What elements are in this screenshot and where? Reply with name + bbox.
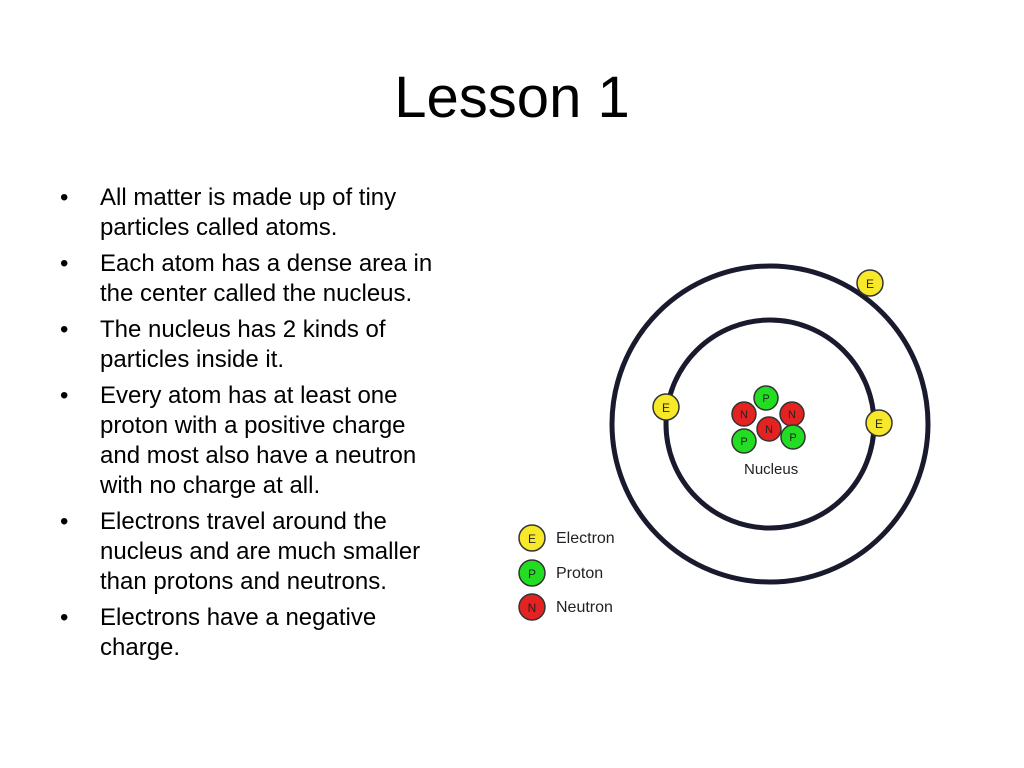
- bullet-dot-icon: •: [60, 250, 69, 277]
- legend-item-electron: E Electron: [518, 524, 615, 552]
- bullet-item: • Electrons have a negative charge.: [58, 603, 488, 663]
- bullet-text: particles called atoms.: [100, 214, 338, 241]
- neutron-letter: N: [740, 409, 748, 421]
- proton-letter: P: [740, 436, 747, 448]
- legend-item-proton: P Proton: [518, 559, 603, 587]
- bullet-text: particles inside it.: [100, 346, 285, 373]
- legend-item-neutron: N Neutron: [518, 593, 613, 621]
- legend-label: Electron: [556, 530, 615, 547]
- bullet-text: All matter is made up of tiny: [100, 184, 397, 211]
- bullet-text: nucleus and are much smaller: [100, 538, 421, 565]
- bullet-text: Each atom has a dense area in: [100, 250, 433, 277]
- bullet-text: proton with a positive charge: [100, 412, 406, 439]
- bullet-item: • Electrons travel around the nucleus an…: [58, 507, 488, 597]
- bullet-text: The nucleus has 2 kinds of: [100, 316, 386, 343]
- bullet-item: • Every atom has at least one proton wit…: [58, 381, 488, 501]
- bullet-text: with no charge at all.: [100, 472, 321, 499]
- outer-orbit: [609, 263, 931, 585]
- neutron-letter: N: [788, 409, 796, 421]
- legend-letter: P: [528, 567, 536, 581]
- bullet-text: Every atom has at least one: [100, 382, 398, 409]
- bullet-item: • The nucleus has 2 kinds of particles i…: [58, 315, 488, 375]
- bullet-text: Electrons travel around the: [100, 508, 387, 535]
- legend: E Electron P Proton N Neutron: [518, 524, 615, 621]
- electron-letter: E: [866, 277, 874, 291]
- bullet-list: • All matter is made up of tiny particle…: [58, 183, 488, 669]
- bullet-item: • All matter is made up of tiny particle…: [58, 183, 488, 243]
- bullet-item: • Each atom has a dense area in the cent…: [58, 249, 488, 309]
- bullet-dot-icon: •: [60, 382, 69, 409]
- electron-particle: E: [856, 269, 884, 297]
- legend-letter: E: [528, 532, 536, 546]
- nucleus-label: Nucleus: [744, 461, 798, 478]
- neutron-particle: N: [731, 401, 757, 427]
- neutron-letter: N: [765, 424, 773, 436]
- bullet-text: Electrons have a negative: [100, 604, 377, 631]
- neutron-particle: N: [779, 401, 805, 427]
- electron-particle: E: [652, 393, 680, 421]
- bullet-dot-icon: •: [60, 604, 69, 631]
- bullet-text: than protons and neutrons.: [100, 568, 387, 595]
- proton-particle: P: [753, 385, 779, 411]
- bullet-text: the center called the nucleus.: [100, 280, 413, 307]
- legend-label: Neutron: [556, 599, 613, 616]
- slide-title: Lesson 1: [394, 65, 630, 130]
- nucleus: P N N N P P Nucleus: [731, 385, 806, 478]
- legend-letter: N: [528, 601, 537, 615]
- bullet-dot-icon: •: [60, 184, 69, 211]
- bullet-text: charge.: [100, 634, 181, 661]
- legend-label: Proton: [556, 565, 603, 582]
- proton-particle: P: [780, 424, 806, 450]
- electron-letter: E: [875, 417, 883, 431]
- bullet-text: and most also have a neutron: [100, 442, 417, 469]
- neutron-particle: N: [756, 416, 782, 442]
- bullet-dot-icon: •: [60, 508, 69, 535]
- electron-letter: E: [662, 401, 670, 415]
- proton-particle: P: [731, 428, 757, 454]
- electron-particle: E: [865, 409, 893, 437]
- proton-letter: P: [789, 432, 796, 444]
- atom-diagram: E E E P N N N: [518, 263, 931, 621]
- proton-letter: P: [762, 393, 769, 405]
- bullet-dot-icon: •: [60, 316, 69, 343]
